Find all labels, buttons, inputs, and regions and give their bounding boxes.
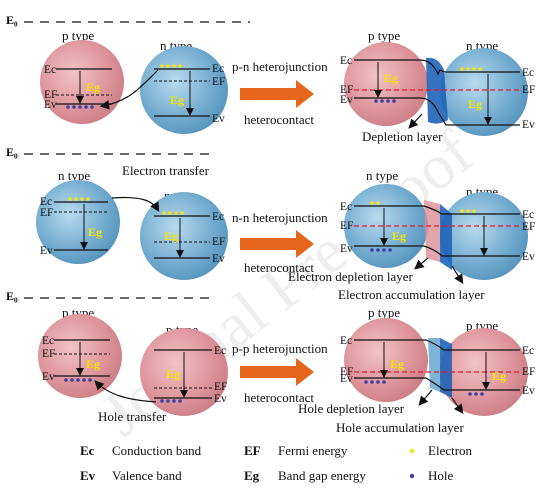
row2-electron-depletion: Electron depletion layer (288, 269, 414, 284)
row3-right-ec-r: Ec (522, 345, 534, 357)
row3-right-ev-r: Ev (522, 385, 535, 397)
row2-left-type-a: n type (58, 168, 90, 183)
row1-ef-n: EF (212, 76, 225, 88)
legend-electron-dot (409, 448, 415, 454)
row1-right-ef-l: EF (340, 84, 353, 96)
vacuum-level-label: E₀ (6, 13, 18, 27)
row2-right-ef-l: EF (340, 220, 353, 232)
legend-text-fermi: Fermi energy (278, 443, 348, 458)
row-pn: E₀ p type n type Ec EF Ev Eg Ec EF Ev Eg… (6, 13, 535, 144)
p-type-sphere (40, 40, 124, 124)
row1-eg-left: Eg (86, 80, 100, 94)
row3-ev-l: Ev (42, 371, 55, 383)
row3-right-ef-l: EF (340, 366, 353, 378)
legend-text-electron: Electron (428, 443, 473, 458)
row1-arrow-bottom: heterocontact (244, 112, 314, 127)
legend-text-bandgap: Band gap energy (278, 468, 366, 483)
row2-ec-l: Ec (40, 196, 52, 208)
hole-dots (66, 105, 94, 109)
row1-right-ec-r: Ec (522, 67, 534, 79)
row2-right-eg-l: Eg (392, 229, 406, 243)
row3-process-arrow (240, 358, 314, 386)
n-type-sphere (140, 46, 228, 134)
electron-dots (160, 64, 182, 68)
row2-ef-r: EF (212, 236, 225, 248)
row2-ev-l: Ev (40, 245, 53, 257)
row1-right-eg-r: Eg (468, 97, 482, 111)
legend-key-eg: Eg (244, 468, 260, 483)
row2-transfer: Electron transfer (122, 163, 210, 178)
row3-ef-l: EF (42, 348, 55, 360)
row1-process-arrow (240, 80, 314, 108)
row1-arrow-top: p-n heterojunction (232, 59, 328, 74)
transfer-arrow (99, 69, 159, 110)
row3-ec-l: Ec (42, 335, 54, 347)
row3-eg-l: Eg (86, 357, 100, 371)
row1-ev-n: Ev (212, 113, 225, 125)
row3-right-type-a: p type (368, 305, 400, 320)
legend: Ec Conduction band EF Fermi energy Elect… (80, 443, 473, 483)
row2-right-type-a: n type (366, 168, 398, 183)
row3-right-ec-l: Ec (340, 335, 352, 347)
row3-transfer: Hole transfer (98, 409, 167, 424)
row1-right-type-a: p type (368, 28, 400, 43)
row2-process-arrow (240, 230, 314, 258)
row1-ec-n: Ec (212, 63, 224, 75)
legend-text-valence: Valence band (112, 468, 182, 483)
row1-ec-left: Ec (44, 64, 56, 76)
row3-hole-depletion: Hole depletion layer (298, 401, 405, 416)
n-type-sphere-junction (440, 48, 528, 136)
junction-band (426, 57, 448, 124)
row3-arrow-bottom: heterocontact (244, 390, 314, 405)
row1-ef-left: EF (44, 89, 57, 101)
row2-ec-r: Ec (212, 211, 224, 223)
row3-arrow-top: p-p heterojunction (232, 341, 328, 356)
row3-right-ef-r: EF (522, 366, 535, 378)
row2-eg-l: Eg (88, 225, 102, 239)
row1-right-ev-r: Ev (522, 119, 535, 131)
row3-ev-r: Ev (214, 393, 227, 405)
vacuum-level-label-3: E₀ (6, 289, 18, 303)
row2-right-ev-r: Ev (522, 251, 535, 263)
row1-right-ev-l: Ev (340, 94, 353, 106)
row-pp: E₀ p type p type Ec EF Ev Eg Ec EF Ev Eg… (6, 289, 535, 435)
row2-right-ev-l: Ev (340, 243, 353, 255)
legend-key-ec: Ec (80, 443, 95, 458)
row1-depletion-layer: Depletion layer (362, 129, 443, 144)
row1-ev-left: Ev (44, 99, 57, 111)
row3-ec-r: Ec (214, 345, 226, 357)
row2-arrow-top: n-n heterojunction (232, 210, 328, 225)
row3-eg-r: Eg (166, 367, 180, 381)
row3-ef-r: EF (214, 381, 227, 393)
row1-left-type-a: p type (62, 28, 94, 43)
row1-right-eg-l: Eg (384, 71, 398, 85)
row2-right-ec-r: Ec (522, 209, 534, 221)
row3-hole-accumulation: Hole accumulation layer (336, 420, 464, 435)
row2-electron-accumulation: Electron accumulation layer (338, 287, 485, 302)
legend-key-ef: EF (244, 443, 261, 458)
row2-right-ef-r: EF (522, 221, 535, 233)
vacuum-level-label-2: E₀ (6, 145, 18, 159)
row3-right-ev-l: Ev (340, 373, 353, 385)
row1-eg-n: Eg (170, 93, 184, 107)
p-type-sphere-junction (344, 42, 428, 126)
row2-arrow-bottom: heterocontact (244, 260, 314, 275)
row2-ef-l: EF (40, 207, 53, 219)
row-nn: E₀ n type Electron transfer n type Ec EF… (6, 145, 535, 302)
row2-ev-r: Ev (212, 253, 225, 265)
legend-hole-dot (409, 473, 415, 479)
row3-right-eg-l: Eg (390, 357, 404, 371)
row2-right-ec-l: Ec (340, 201, 352, 213)
legend-text-conduction: Conduction band (112, 443, 202, 458)
legend-text-hole: Hole (428, 468, 454, 483)
row1-right-ef-r: EF (522, 84, 535, 96)
legend-key-ev: Ev (80, 468, 96, 483)
row2-eg-r: Eg (164, 229, 178, 243)
row1-right-ec-l: Ec (340, 55, 352, 67)
row3-right-eg-r: Eg (492, 369, 506, 383)
